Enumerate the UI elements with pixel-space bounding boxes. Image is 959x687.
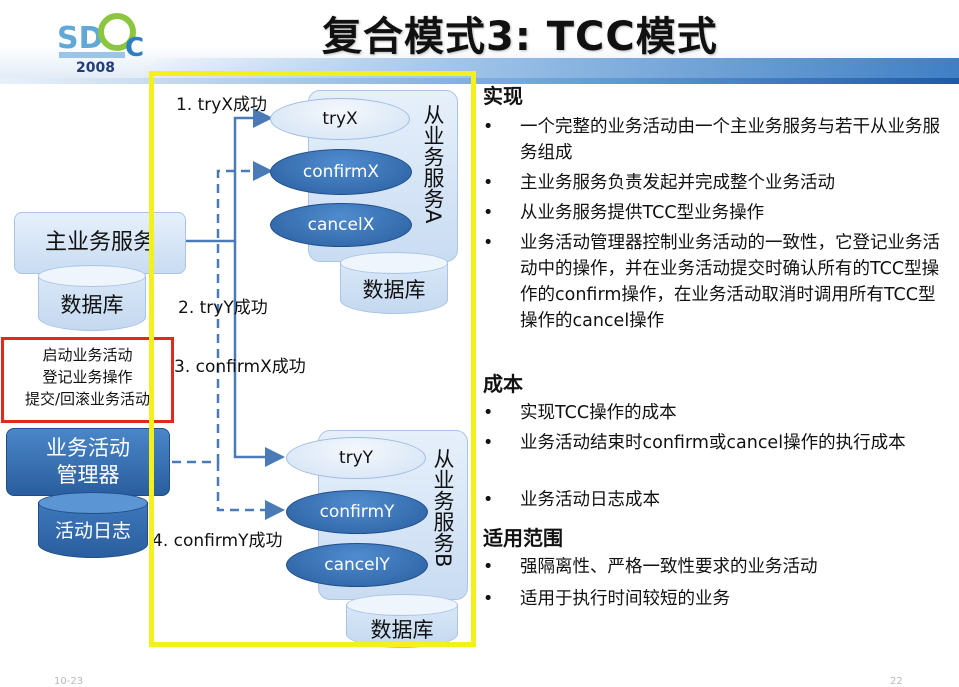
cancelY-label: cancelY: [324, 555, 390, 575]
confirmX-label: confirmX: [302, 162, 380, 182]
section-title-implementation: 实现: [483, 84, 523, 108]
tryX-label: tryX: [322, 109, 358, 129]
footer-page-number: 22: [890, 676, 903, 687]
bullet-item: • 业务活动结束时confirm或cancel操作的执行成本: [483, 430, 945, 456]
section-title-cost: 成本: [483, 372, 523, 396]
bullet-item: • 业务活动管理器控制业务活动的一致性，它登记业务活动中的操作，并在业务活动提交…: [483, 230, 945, 334]
bullet-dot: •: [483, 403, 494, 423]
bullet-item: • 一个完整的业务活动由一个主业务服务与若干从业务服务组成: [483, 114, 945, 166]
slave-service-b-label: 从业务服务B: [431, 448, 455, 568]
bullet-item: • 适用于执行时间较短的业务: [483, 586, 945, 612]
bullet-item: • 强隔离性、严格一致性要求的业务活动: [483, 554, 945, 580]
slave-b-db-cylinder: 数据库: [346, 594, 458, 648]
slide-header: SD C 2008 复合模式3: TCC模式: [0, 0, 959, 84]
cancelX-op: cancelX: [270, 203, 412, 247]
main-db-label: 数据库: [60, 293, 124, 317]
activity-log-label: 活动日志: [54, 520, 131, 542]
activity-manager-box: 业务活动 管理器: [6, 428, 170, 496]
step-label: 1. tryX成功: [176, 95, 267, 115]
confirmY-label: confirmY: [319, 502, 395, 522]
responsibility-line: 提交/回滚业务活动: [24, 390, 151, 408]
tryX-op: tryX: [270, 98, 410, 140]
bullet-text: 业务活动管理器控制业务活动的一致性，它登记业务活动中的操作，并在业务活动提交时确…: [520, 233, 940, 331]
slave-a-db-cylinder: 数据库: [340, 252, 448, 314]
responsibility-line: 启动业务活动: [42, 346, 133, 364]
bullet-text: 业务活动日志成本: [520, 490, 660, 510]
bullet-dot: •: [483, 490, 494, 510]
step-label: 2. tryY成功: [178, 298, 268, 318]
arrow-mgr-to-confirmX: [172, 161, 273, 464]
logo-year: 2008: [76, 60, 115, 76]
arrow-main-to-tryY: [233, 241, 285, 467]
bullet-text: 业务活动结束时confirm或cancel操作的执行成本: [520, 433, 906, 453]
activity-manager-label: 业务活动 管理器: [46, 436, 130, 487]
main-db-cylinder: 数据库: [38, 265, 146, 331]
bullet-item: • 从业务服务提供TCC型业务操作: [483, 200, 945, 226]
arrow-main-to-tryX: [186, 108, 273, 243]
activity-log-cylinder: 活动日志: [38, 492, 148, 558]
tryY-op: tryY: [286, 437, 426, 479]
step-label: 3. confirmX成功: [174, 357, 306, 377]
confirmY-op: confirmY: [286, 490, 428, 534]
arrow-mgr-to-confirmY: [216, 462, 285, 520]
bullet-text: 从业务服务提供TCC型业务操作: [520, 203, 765, 223]
bullet-dot: •: [483, 173, 494, 193]
svg-text:C: C: [125, 33, 144, 63]
slave-service-a-label: 从业务服务A: [421, 104, 445, 224]
slave-b-db-label: 数据库: [370, 618, 434, 642]
bullet-text: 实现TCC操作的成本: [520, 403, 677, 423]
cancelY-op: cancelY: [286, 543, 428, 587]
bullet-text: 一个完整的业务活动由一个主业务服务与若干从业务服务组成: [520, 117, 940, 163]
cancelX-label: cancelX: [307, 215, 375, 235]
bullet-dot: •: [483, 589, 494, 609]
manager-responsibilities-box: 启动业务活动 登记业务操作 提交/回滚业务活动: [1, 337, 174, 423]
tryY-label: tryY: [338, 448, 374, 468]
responsibility-line: 登记业务操作: [42, 368, 133, 386]
bullet-dot: •: [483, 557, 494, 577]
bullet-dot: •: [483, 233, 494, 253]
main-service-label: 主业务服务: [44, 230, 155, 255]
bullet-text: 适用于执行时间较短的业务: [520, 589, 730, 609]
step-label: 4. confirmY成功: [152, 531, 283, 551]
bullet-dot: •: [483, 433, 494, 453]
slide-title: 复合模式3: TCC模式: [322, 14, 718, 60]
bullet-item: • 主业务服务负责发起并完成整个业务活动: [483, 170, 945, 196]
section-title-scope: 适用范围: [483, 526, 563, 550]
bullet-item: • 实现TCC操作的成本: [483, 400, 945, 426]
header-stripe: [0, 78, 959, 84]
bullet-text: 强隔离性、严格一致性要求的业务活动: [520, 557, 818, 577]
bullet-dot: •: [483, 117, 494, 137]
bullet-text: 主业务服务负责发起并完成整个业务活动: [520, 173, 835, 193]
confirmX-op: confirmX: [270, 149, 412, 195]
slave-a-db-label: 数据库: [362, 278, 426, 302]
svg-text:SD: SD: [57, 21, 104, 56]
highlight-frame: [149, 71, 476, 647]
footer-date: 10-23: [54, 676, 84, 687]
bullet-dot: •: [483, 203, 494, 223]
bullet-item: • 业务活动日志成本: [483, 487, 945, 513]
sd2c-logo: SD C: [57, 13, 144, 63]
